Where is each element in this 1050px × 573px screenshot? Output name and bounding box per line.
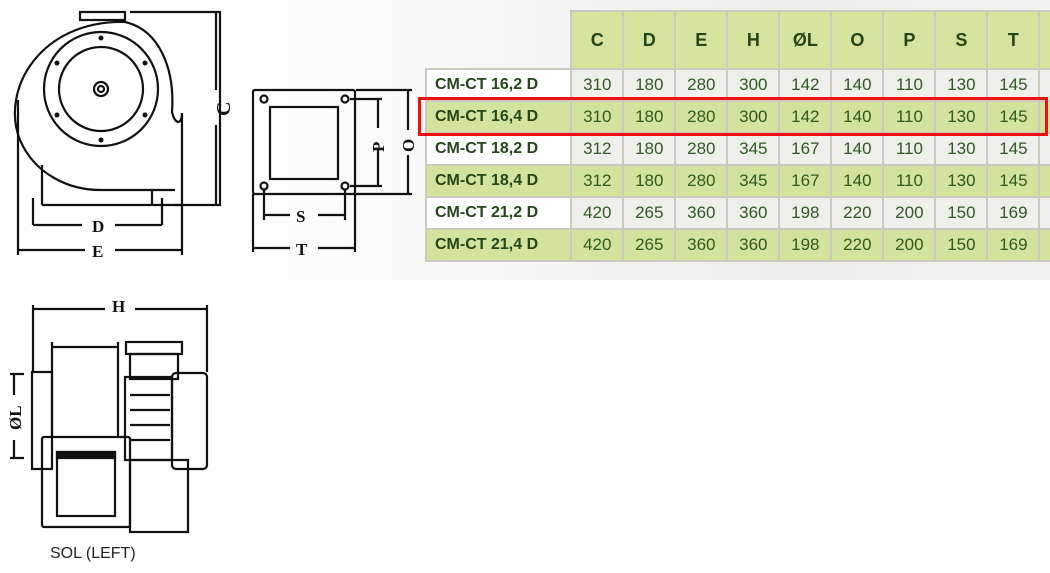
value-cell: 140 <box>830 68 885 102</box>
value-cell: 145 <box>986 100 1041 134</box>
cutoff-cell <box>1038 164 1050 198</box>
column-header: E <box>674 10 729 70</box>
model-cell: CM-CT 21,2 D <box>424 196 573 230</box>
value-cell: 420 <box>570 228 625 262</box>
value-cell: 420 <box>570 196 625 230</box>
value-cell: 130 <box>934 68 989 102</box>
value-cell: 130 <box>934 100 989 134</box>
value-cell: 265 <box>622 228 677 262</box>
value-cell: 300 <box>726 68 781 102</box>
dim-label-diameter-l: ØL <box>6 405 25 430</box>
dim-label-e: E <box>92 242 103 261</box>
technical-drawing: C D E P O S T H ØL <box>6 10 418 534</box>
fan-front-view <box>13 10 222 255</box>
dim-label-s: S <box>296 207 305 226</box>
value-cell: 110 <box>882 100 937 134</box>
side-view-caption: SOL (LEFT) <box>50 545 136 562</box>
value-cell: 110 <box>882 68 937 102</box>
model-cell: CM-CT 16,2 D <box>424 68 573 102</box>
value-cell: 140 <box>830 132 885 166</box>
value-cell: 360 <box>726 196 781 230</box>
dim-label-t: T <box>296 240 308 259</box>
value-cell: 312 <box>570 132 625 166</box>
value-cell: 167 <box>778 164 833 198</box>
value-cell: 220 <box>830 228 885 262</box>
value-cell: 280 <box>674 68 729 102</box>
value-cell: 150 <box>934 228 989 262</box>
value-cell: 130 <box>934 164 989 198</box>
value-cell: 200 <box>882 196 937 230</box>
column-header: C <box>570 10 625 70</box>
corner-cell <box>426 11 571 69</box>
value-cell: 310 <box>570 68 625 102</box>
model-cell: CM-CT 18,4 D <box>424 164 573 198</box>
value-cell: 312 <box>570 164 625 198</box>
value-cell: 345 <box>726 132 781 166</box>
value-cell: 145 <box>986 164 1041 198</box>
cutoff-cell <box>1038 68 1050 102</box>
column-header: O <box>830 10 885 70</box>
model-cell: CM-CT 18,2 D <box>424 132 573 166</box>
value-cell: 310 <box>570 100 625 134</box>
value-cell: 360 <box>674 196 729 230</box>
value-cell: 180 <box>622 132 677 166</box>
flange-view <box>251 88 412 252</box>
value-cell: 169 <box>986 228 1041 262</box>
dim-label-h: H <box>112 297 125 316</box>
value-cell: 150 <box>934 196 989 230</box>
value-cell: 110 <box>882 132 937 166</box>
column-header: P <box>882 10 937 70</box>
column-header: S <box>934 10 989 70</box>
value-cell: 300 <box>726 100 781 134</box>
value-cell: 142 <box>778 68 833 102</box>
value-cell: 360 <box>674 228 729 262</box>
column-header: T <box>986 10 1041 70</box>
value-cell: 140 <box>830 164 885 198</box>
value-cell: 360 <box>726 228 781 262</box>
value-cell: 220 <box>830 196 885 230</box>
cutoff-cell <box>1038 132 1050 166</box>
value-cell: 145 <box>986 132 1041 166</box>
value-cell: 280 <box>674 164 729 198</box>
value-cell: 280 <box>674 100 729 134</box>
cutoff-cell <box>1038 100 1050 134</box>
model-cell: CM-CT 16,4 D <box>424 100 573 134</box>
value-cell: 130 <box>934 132 989 166</box>
highlighted-row-box <box>418 97 1048 136</box>
value-cell: 145 <box>986 68 1041 102</box>
value-cell: 198 <box>778 228 833 262</box>
column-header: D <box>622 10 677 70</box>
dim-label-p: P <box>369 142 388 152</box>
value-cell: 169 <box>986 196 1041 230</box>
value-cell: 167 <box>778 132 833 166</box>
value-cell: 180 <box>622 68 677 102</box>
value-cell: 345 <box>726 164 781 198</box>
model-cell: CM-CT 21,4 D <box>424 228 573 262</box>
dim-label-c: C <box>213 102 235 116</box>
dim-label-d: D <box>92 217 104 236</box>
column-header: ØL <box>778 10 833 70</box>
cutoff-cell <box>1038 228 1050 262</box>
value-cell: 180 <box>622 100 677 134</box>
column-header-cutoff <box>1038 10 1050 70</box>
column-header: H <box>726 10 781 70</box>
value-cell: 110 <box>882 164 937 198</box>
value-cell: 180 <box>622 164 677 198</box>
value-cell: 140 <box>830 100 885 134</box>
value-cell: 280 <box>674 132 729 166</box>
value-cell: 265 <box>622 196 677 230</box>
dim-label-o: O <box>399 139 418 152</box>
value-cell: 142 <box>778 100 833 134</box>
cutoff-cell <box>1038 196 1050 230</box>
fan-side-view <box>10 305 209 534</box>
value-cell: 200 <box>882 228 937 262</box>
value-cell: 198 <box>778 196 833 230</box>
